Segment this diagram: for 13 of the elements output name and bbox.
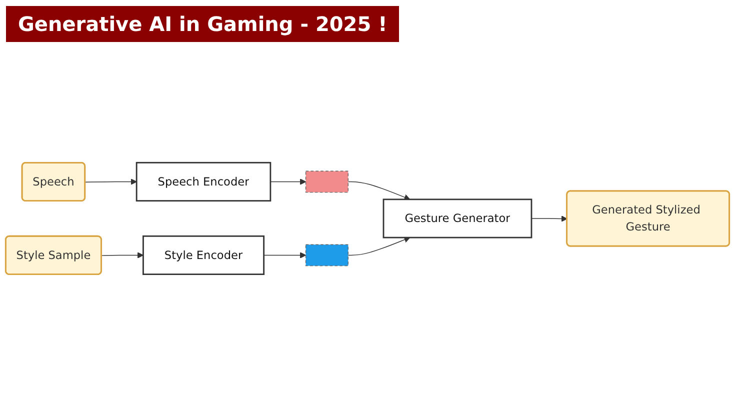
arrow bbox=[84, 178, 137, 184]
arrow bbox=[101, 252, 144, 258]
node-box: Speech Encoder bbox=[136, 161, 272, 202]
arrow bbox=[263, 252, 306, 258]
node-box bbox=[305, 244, 349, 266]
arrow bbox=[348, 236, 410, 256]
arrow bbox=[531, 215, 568, 222]
node-box: Style Encoder bbox=[142, 234, 265, 275]
node-box: Gesture Generator bbox=[382, 198, 532, 238]
title-banner: Generative AI in Gaming - 2025 ! bbox=[6, 6, 400, 42]
arrow bbox=[348, 180, 410, 200]
arrow bbox=[270, 178, 306, 184]
node-box bbox=[305, 170, 349, 192]
